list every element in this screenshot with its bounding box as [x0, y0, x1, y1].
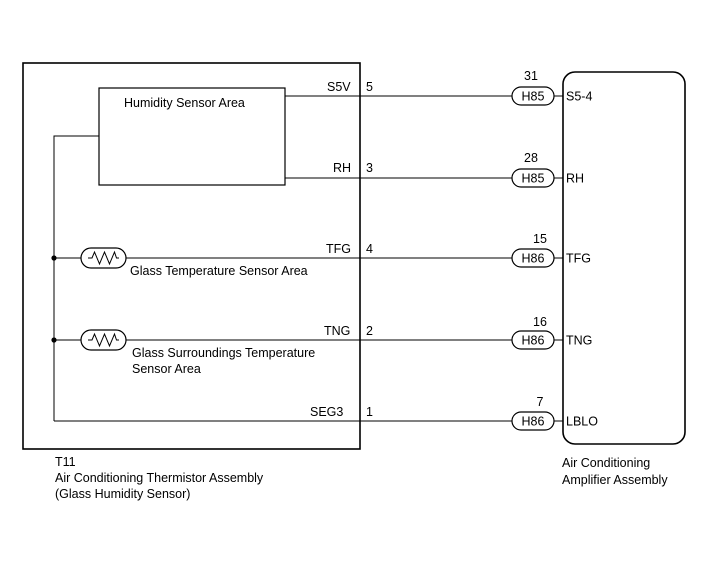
pin-number: 2 [366, 324, 373, 338]
wire-s5v: S5V 5 31 H85 S5-4 [285, 69, 592, 106]
signal-label: SEG3 [310, 405, 343, 419]
amplifier-assembly-name-line2: Amplifier Assembly [562, 473, 668, 487]
signal-label: TFG [326, 242, 351, 256]
pin-number: 5 [366, 80, 373, 94]
connector-label: H85 [522, 90, 545, 104]
amp-pin-number: 7 [537, 395, 544, 409]
glass-temp-sensor-label: Glass Temperature Sensor Area [130, 264, 308, 278]
connector-label: H86 [522, 252, 545, 266]
thermistor-assembly-code: T11 [55, 455, 76, 469]
humidity-sensor-area-label: Humidity Sensor Area [124, 96, 245, 110]
connector-badge [511, 248, 555, 268]
thermistor-assembly-box [22, 62, 361, 450]
pin-number: 1 [366, 405, 373, 419]
connector-label: H86 [522, 334, 545, 348]
signal-label: TNG [324, 324, 350, 338]
amp-pin-number: 28 [524, 151, 538, 165]
thermistor-icon [80, 247, 127, 269]
signal-label: RH [333, 161, 351, 175]
glass-surroundings-sensor-label-line1: Glass Surroundings Temperature [132, 346, 315, 360]
amplifier-assembly-name-line1: Air Conditioning [562, 456, 650, 470]
pin-number: 3 [366, 161, 373, 175]
signal-label: S5V [327, 80, 351, 94]
glass-surroundings-sensor-label-line2: Sensor Area [132, 362, 201, 376]
amp-pin-number: 16 [533, 315, 547, 329]
connector-badge [511, 411, 555, 431]
amp-terminal-label: RH [566, 172, 584, 186]
connector-label: H86 [522, 415, 545, 429]
amp-terminal-label: S5-4 [566, 90, 592, 104]
wire-seg3: SEG3 1 7 H86 LBLO [54, 395, 598, 431]
wire-tng: Glass Surroundings Temperature Sensor Ar… [54, 315, 592, 376]
connector-badge [511, 330, 555, 350]
connector-badge [511, 86, 555, 106]
connector-label: H85 [522, 172, 545, 186]
wire-tfg: Glass Temperature Sensor Area TFG 4 15 H… [54, 232, 591, 278]
connector-badge [511, 168, 555, 188]
wire-rh: RH 3 28 H85 RH [285, 151, 584, 188]
pin-number: 4 [366, 242, 373, 256]
thermistor-icon [80, 329, 127, 351]
common-ground-bus [53, 135, 99, 421]
thermistor-assembly-subname: (Glass Humidity Sensor) [55, 487, 190, 501]
amp-terminal-label: TNG [566, 334, 592, 348]
amp-pin-number: 31 [524, 69, 538, 83]
amp-terminal-label: LBLO [566, 415, 598, 429]
thermistor-assembly-name: Air Conditioning Thermistor Assembly [55, 471, 264, 485]
amp-pin-number: 15 [533, 232, 547, 246]
amp-terminal-label: TFG [566, 252, 591, 266]
